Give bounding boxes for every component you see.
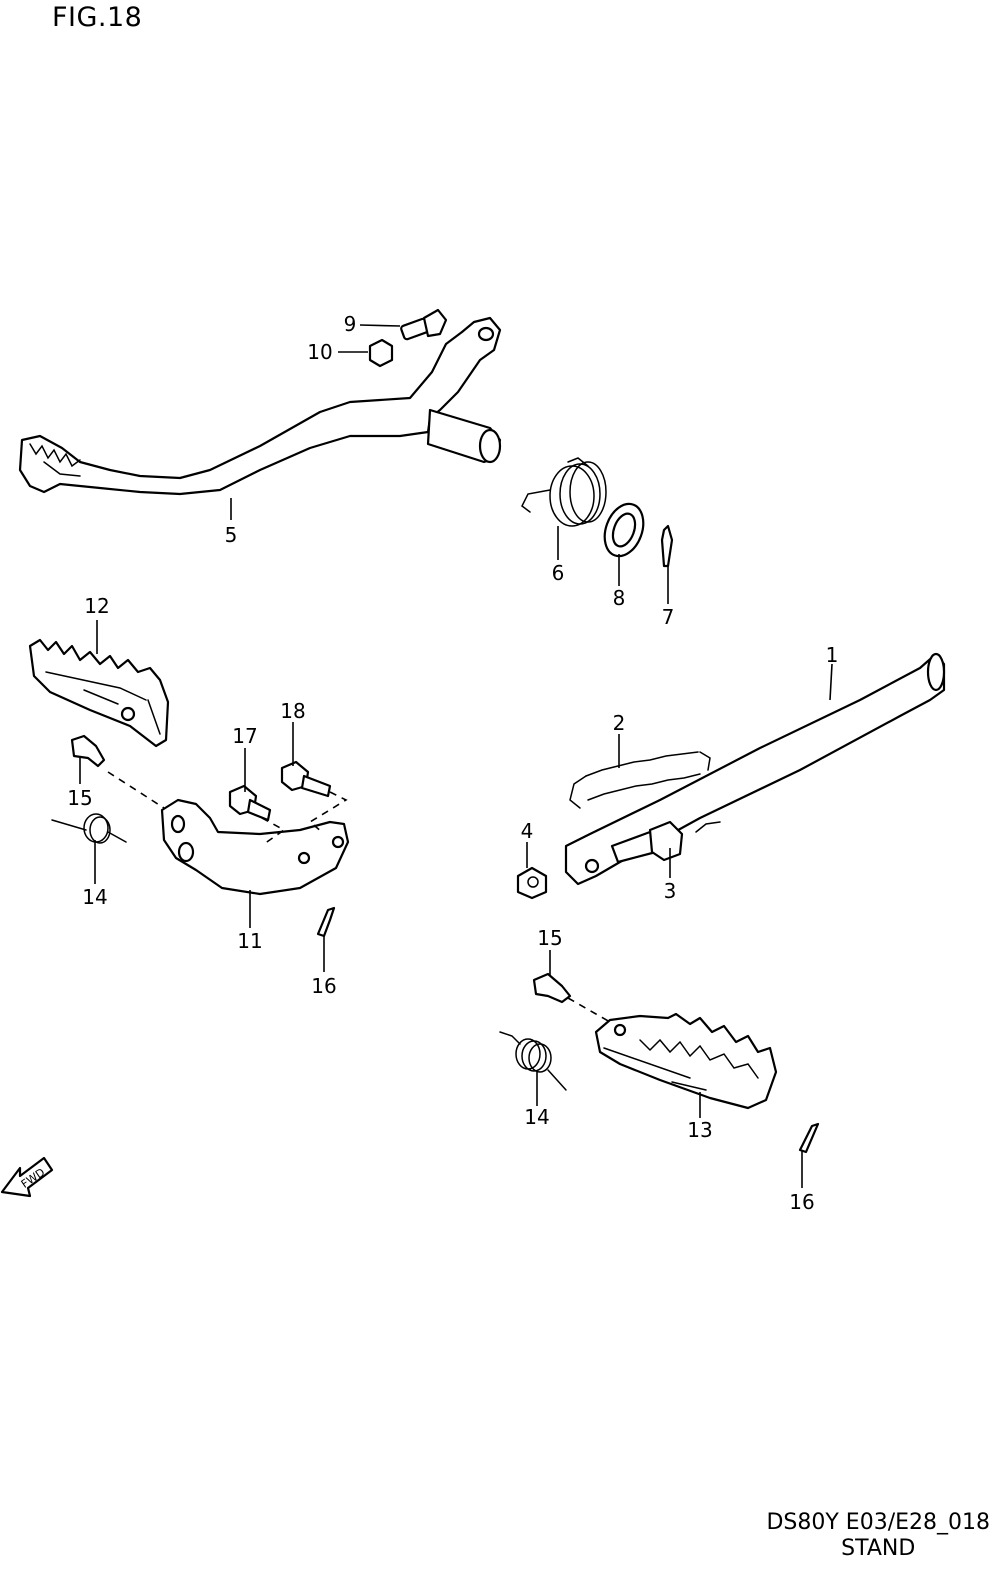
- pivot-bolt-part-3[interactable]: [610, 820, 684, 864]
- assembly-line-pin-to-footrest: [567, 997, 611, 1023]
- stand-spring-part-2[interactable]: [569, 751, 711, 809]
- callout-6: 6: [552, 561, 565, 585]
- callout-3: 3: [664, 879, 677, 903]
- callout-10: 10: [307, 340, 332, 364]
- figure-title: FIG.18: [52, 2, 143, 33]
- callout-11: 11: [237, 929, 262, 953]
- nut-part-10[interactable]: [368, 338, 394, 368]
- callout-9: 9: [344, 312, 357, 336]
- spring-part-14-left[interactable]: [51, 813, 127, 844]
- right-footrest-part-13[interactable]: [594, 1012, 778, 1110]
- callout-2: 2: [613, 711, 626, 735]
- assembly-line-bolt17: [261, 817, 286, 845]
- footer: DS80Y E03/E28_018 STAND: [766, 1510, 990, 1562]
- assembly-line-pin-to-bracket: [107, 771, 165, 809]
- callout-17: 17: [232, 724, 257, 748]
- left-footrest-part-12[interactable]: [28, 638, 170, 748]
- callout-18: 18: [280, 699, 305, 723]
- bolt-part-17[interactable]: [228, 784, 272, 822]
- callout-15-left: 15: [67, 786, 92, 810]
- callout-4: 4: [521, 819, 534, 843]
- callout-8: 8: [613, 586, 626, 610]
- callout-13: 13: [687, 1118, 712, 1142]
- return-spring-part-6[interactable]: [521, 457, 607, 527]
- callout-5: 5: [225, 523, 238, 547]
- pin-part-15-right[interactable]: [532, 972, 572, 1004]
- diagram-code: DS80Y E03/E28_018: [766, 1510, 990, 1535]
- nut-part-4[interactable]: [516, 866, 548, 900]
- assembly-line-bolt18: [308, 791, 348, 833]
- brake-pedal-part-5[interactable]: [18, 316, 502, 496]
- cotter-pin-part-7[interactable]: [660, 524, 674, 568]
- bolt-part-18[interactable]: [280, 760, 332, 798]
- callout-12: 12: [84, 594, 109, 618]
- callout-15-right: 15: [537, 926, 562, 950]
- callout-16-left: 16: [311, 974, 336, 998]
- callout-16-right: 16: [789, 1190, 814, 1214]
- callout-1: 1: [826, 643, 839, 667]
- leader-lines: [79, 324, 833, 1188]
- cotter-pin-part-16-right[interactable]: [798, 1122, 820, 1154]
- spring-part-14-right[interactable]: [499, 1031, 567, 1091]
- fwd-arrow-icon: FWD: [0, 1156, 54, 1198]
- callout-14-right: 14: [524, 1105, 549, 1129]
- callout-14-left: 14: [82, 885, 107, 909]
- bolt-part-9[interactable]: [400, 308, 448, 341]
- diagram-name: STAND: [841, 1536, 916, 1561]
- pin-part-15-left[interactable]: [70, 734, 106, 768]
- left-footrest-bracket-part-11[interactable]: [160, 798, 350, 896]
- callout-7: 7: [662, 605, 675, 629]
- cotter-pin-part-16-left[interactable]: [316, 906, 336, 938]
- washer-part-8[interactable]: [598, 498, 650, 561]
